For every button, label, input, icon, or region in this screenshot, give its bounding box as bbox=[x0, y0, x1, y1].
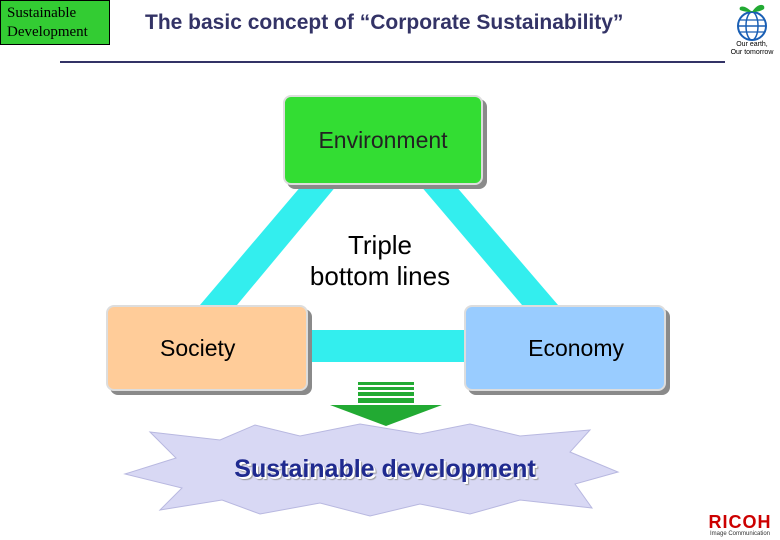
globe-leaf-icon bbox=[737, 4, 767, 41]
down-arrow-icon bbox=[330, 382, 442, 426]
society-node: Society bbox=[106, 305, 308, 391]
brand-subtitle: Image Communication bbox=[709, 531, 771, 537]
economy-label: Economy bbox=[528, 334, 624, 361]
page-title: The basic concept of “Corporate Sustaina… bbox=[145, 11, 624, 34]
section-tag-line1: Sustainable bbox=[7, 5, 77, 21]
section-tag-line2: Development bbox=[7, 24, 88, 40]
connector-bottom bbox=[300, 330, 470, 362]
connector-right bbox=[420, 185, 558, 305]
sustainable-development-label: Sustainable development bbox=[234, 455, 536, 483]
ricoh-logo: RICOH Image Communication bbox=[702, 512, 778, 540]
title-divider bbox=[60, 61, 725, 63]
brand-name: RICOH bbox=[708, 512, 772, 532]
society-label: Society bbox=[160, 334, 236, 361]
earth-logo: Our earth, Our tomorrow bbox=[724, 0, 780, 66]
logo-caption: Our earth, Our tomorrow bbox=[730, 41, 774, 56]
triple-bottom-lines-label: Triple bottom lines bbox=[309, 230, 451, 291]
result-burst-shape bbox=[123, 423, 620, 517]
economy-node: Economy bbox=[464, 305, 666, 391]
environment-label: Environment bbox=[318, 126, 448, 153]
connector-left bbox=[200, 185, 337, 305]
environment-node: Environment bbox=[283, 95, 483, 185]
section-tag: Sustainable Development bbox=[0, 0, 110, 45]
